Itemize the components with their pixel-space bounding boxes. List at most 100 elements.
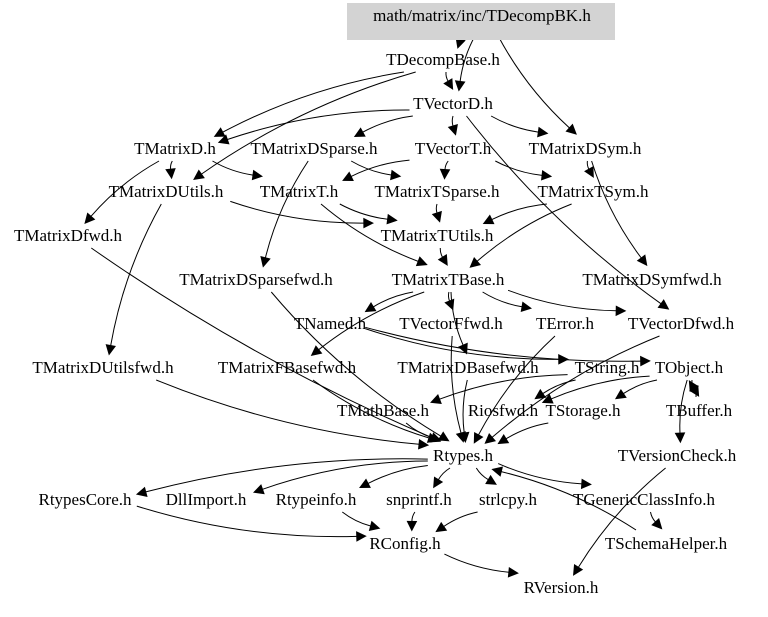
arrowhead-icon: [482, 214, 495, 225]
arrowhead-icon: [565, 123, 577, 135]
graph-node[interactable]: TStorage.h: [545, 401, 621, 420]
graph-node[interactable]: TVersionCheck.h: [618, 446, 737, 465]
arrowhead-icon: [390, 169, 402, 181]
edge-TMatrixD-to-TMatrixDUtils: [170, 160, 173, 170]
graph-node[interactable]: TMatrixDBasefwd.h: [397, 358, 539, 377]
node-label: snprintf.h: [386, 490, 452, 509]
graph-node[interactable]: snprintf.h: [386, 490, 452, 509]
arrowhead-icon: [359, 478, 371, 489]
graph-node[interactable]: TMatrixDUtilsfwd.h: [32, 358, 174, 377]
edge-TDecompBase-to-TMatrixD: [222, 71, 404, 133]
edge-TGenericClassInfo-to-TSchemaHelper: [650, 511, 656, 523]
graph-node[interactable]: TMatrixDSparse.h: [250, 139, 378, 158]
edge-Rtypeinfo-to-RConfig: [341, 511, 371, 527]
graph-node[interactable]: TMatrixDSparsefwd.h: [179, 270, 333, 289]
graph-node[interactable]: TMatrixT.h: [260, 182, 339, 201]
arrowhead-icon: [105, 344, 116, 356]
graph-node[interactable]: TMatrixTBase.h: [392, 270, 505, 289]
graph-node[interactable]: RtypesCore.h: [38, 490, 132, 509]
node-label: TNamed.h: [294, 314, 367, 333]
edge-TVectorD-to-TMatrixDSparse: [362, 115, 413, 133]
graph-node[interactable]: TDecompBase.h: [386, 50, 500, 69]
arrowhead-icon: [573, 564, 584, 576]
edge-TMatrixTBase-to-TError: [482, 291, 523, 308]
arrowhead-icon: [213, 127, 226, 137]
graph-node[interactable]: TVectorD.h: [413, 94, 493, 113]
arrowhead-icon: [437, 431, 450, 442]
arrowhead-icon: [386, 213, 398, 225]
arrowhead-icon: [430, 393, 442, 404]
graph-node[interactable]: math/matrix/inc/TDecompBK.h: [347, 3, 615, 40]
graph-node[interactable]: Rtypeinfo.h: [276, 490, 357, 509]
arrowhead-icon: [356, 531, 367, 542]
arrowhead-icon: [541, 170, 553, 181]
graph-node[interactable]: TMatrixTSparse.h: [374, 182, 500, 201]
arrowhead-icon: [491, 466, 503, 477]
graph-node[interactable]: TSchemaHelper.h: [605, 534, 728, 553]
arrowhead-icon: [615, 305, 627, 317]
edge-TMatrixTSym-to-TMatrixTBase: [476, 203, 572, 262]
node-label: strlcpy.h: [479, 490, 537, 509]
graph-node[interactable]: TMatrixTUtils.h: [381, 226, 494, 245]
graph-node[interactable]: TError.h: [536, 314, 595, 333]
edge-TString-to-TMathBase: [439, 374, 568, 400]
arrowhead-icon: [415, 256, 428, 267]
graph-node[interactable]: Rtypes.h: [433, 446, 493, 465]
graph-node[interactable]: TVectorFfwd.h: [399, 314, 503, 333]
node-label: TMatrixDSparse.h: [250, 139, 378, 158]
arrowhead-icon: [537, 126, 549, 138]
graph-node[interactable]: RVersion.h: [524, 578, 599, 597]
edge-TMatrixDSym-to-TMatrixDSymfwd: [591, 160, 642, 259]
arrowhead-icon: [584, 166, 594, 178]
arrowhead-icon: [418, 438, 430, 450]
graph-node[interactable]: TVectorT.h: [415, 139, 492, 158]
edge-TMatrixT-to-TMatrixTBase: [320, 203, 419, 262]
graph-node[interactable]: TMatrixDUtils.h: [109, 182, 224, 201]
graph-node[interactable]: TMathBase.h: [337, 401, 430, 420]
graph-node[interactable]: TMatrixTSym.h: [538, 182, 649, 201]
graph-node[interactable]: strlcpy.h: [479, 490, 537, 509]
node-label: TVectorFfwd.h: [399, 314, 503, 333]
graph-node[interactable]: TMatrixDSym.h: [529, 139, 642, 158]
edge-TMatrixTUtils-to-TMatrixTBase: [439, 247, 444, 258]
graph-node[interactable]: TVectorDfwd.h: [628, 314, 735, 333]
arrowhead-icon: [368, 520, 381, 532]
arrowhead-icon: [251, 169, 264, 181]
node-label: TMatrixT.h: [260, 182, 339, 201]
edge-Rtypes-to-DllImport: [262, 460, 428, 490]
graph-node[interactable]: TObject.h: [655, 358, 724, 377]
arrowhead-icon: [454, 80, 466, 92]
graph-node[interactable]: TNamed.h: [294, 314, 367, 333]
graph-node[interactable]: TBuffer.h: [666, 401, 733, 420]
graph-node[interactable]: TMatrixDfwd.h: [14, 226, 123, 245]
edge-TMatrixTBase-to-TMatrixFBasefwd: [318, 291, 425, 351]
node-label: math/matrix/inc/TDecompBK.h: [373, 6, 591, 25]
graph-node[interactable]: RConfig.h: [369, 534, 441, 553]
node-label: TMatrixDSym.h: [529, 139, 642, 158]
arrowhead-icon: [135, 486, 148, 497]
edge-TDecompBase-to-TVectorD: [445, 71, 449, 82]
edge-TMatrixDUtils-to-TMatrixTUtils: [230, 200, 364, 224]
edge-Rtypes-to-strlcpy: [475, 467, 489, 481]
edge-Rtypes-to-TGenericClassInfo: [497, 463, 582, 485]
arrowhead-icon: [437, 254, 448, 266]
edge-TVectorD-to-TMatrixD: [227, 109, 410, 140]
graph-node[interactable]: TMatrixFBasefwd.h: [218, 358, 357, 377]
graph-node[interactable]: TMatrixD.h: [134, 139, 216, 158]
graph-node[interactable]: Riosfwd.h: [468, 401, 539, 420]
edge-TVectorT-to-TMatrixTSym: [495, 160, 543, 176]
edges-layer: [84, 35, 700, 578]
edge-TMatrixTBase-to-TMatrixDBasefwd: [450, 291, 464, 346]
graph-node[interactable]: DllImport.h: [166, 490, 247, 509]
node-label: TMatrixDSparsefwd.h: [179, 270, 333, 289]
graph-node[interactable]: TGenericClassInfo.h: [573, 490, 716, 509]
edge-TMatrixDSym-to-TMatrixTSym: [586, 160, 590, 170]
node-label: Rtypes.h: [433, 446, 493, 465]
arrowhead-icon: [431, 210, 442, 223]
graph-node[interactable]: TMatrixDSymfwd.h: [582, 270, 722, 289]
node-label: TMatrixFBasefwd.h: [218, 358, 357, 377]
edge-TNamed-to-TString: [365, 328, 559, 360]
edge-TMatrixDBasefwd-to-Rtypes: [462, 379, 468, 434]
graph-node[interactable]: TString.h: [575, 358, 640, 377]
